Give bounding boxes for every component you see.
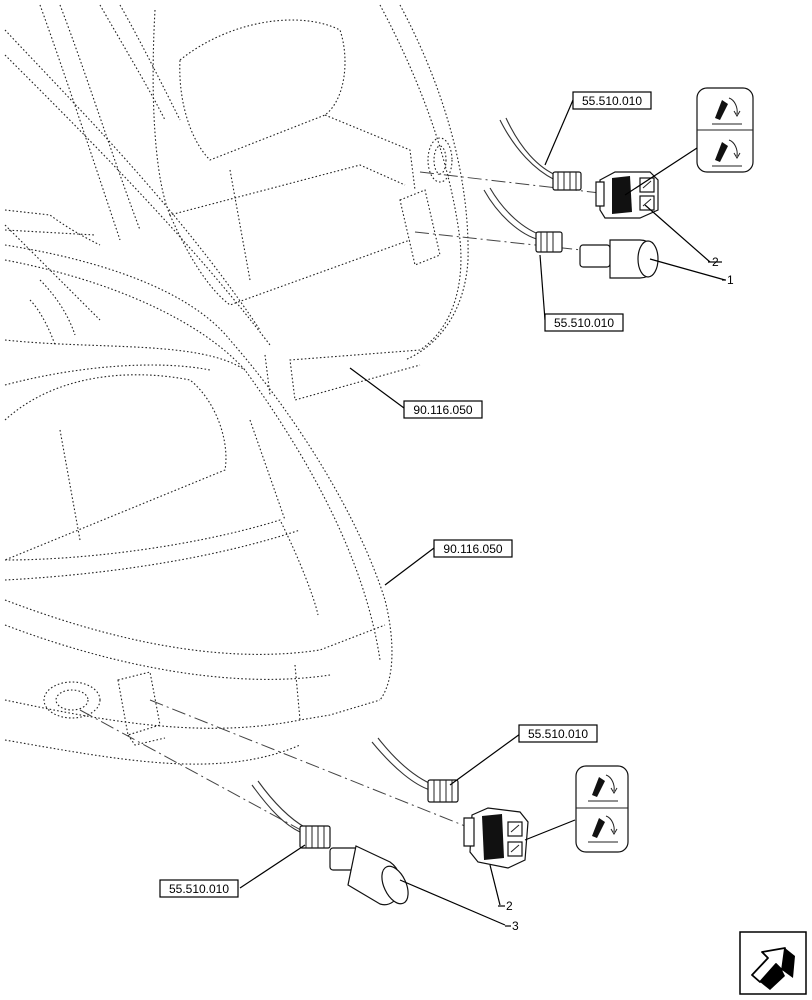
navigation-arrow-icon[interactable] [739,931,807,995]
lower-connector-a [427,779,459,803]
upper-blanking-plug [579,239,659,279]
lower-rocker-switch [463,807,529,869]
callout-lower-plug: 3 [512,919,519,933]
lever-up-icon [712,97,742,125]
ref-box-lower-wiring-left[interactable]: 55.510.010 [159,879,239,898]
callout-lower-switch: 2 [506,899,513,913]
lower-blanking-plug [329,845,409,906]
lever-down-icon [588,815,618,843]
upper-connector-b [535,231,563,253]
leader-lines [239,99,726,926]
lever-down-icon [712,139,742,167]
upper-switch-icon-card [696,87,754,173]
upper-connector-a [552,171,582,191]
lower-connector-b [299,825,331,849]
ref-box-mid-wiring[interactable]: 55.510.010 [544,313,624,332]
svg-text:55.510.010: 55.510.010 [169,882,229,896]
alignment-lines [79,171,601,836]
ref-box-top-cab[interactable]: 90.116.050 [403,400,483,419]
lower-wiring-harness [251,737,459,849]
lever-up-icon [588,774,618,802]
lower-cab-panel [4,209,393,765]
svg-text:55.510.010: 55.510.010 [528,727,588,741]
lower-switch-icon-card [575,765,629,853]
ref-box-top-wiring[interactable]: 55.510.010 [572,91,652,110]
svg-text:90.116.050: 90.116.050 [443,542,502,556]
svg-text:55.510.010: 55.510.010 [582,94,642,108]
svg-text:90.116.050: 90.116.050 [413,403,472,417]
ref-box-lower-cab[interactable]: 90.116.050 [433,539,513,558]
upper-cab-panel [4,4,469,401]
svg-text:55.510.010: 55.510.010 [554,316,614,330]
ref-box-lower-wiring-right[interactable]: 55.510.010 [518,724,598,743]
upper-wiring-harness [483,117,582,253]
callout-top-plug: 1 [727,273,734,287]
